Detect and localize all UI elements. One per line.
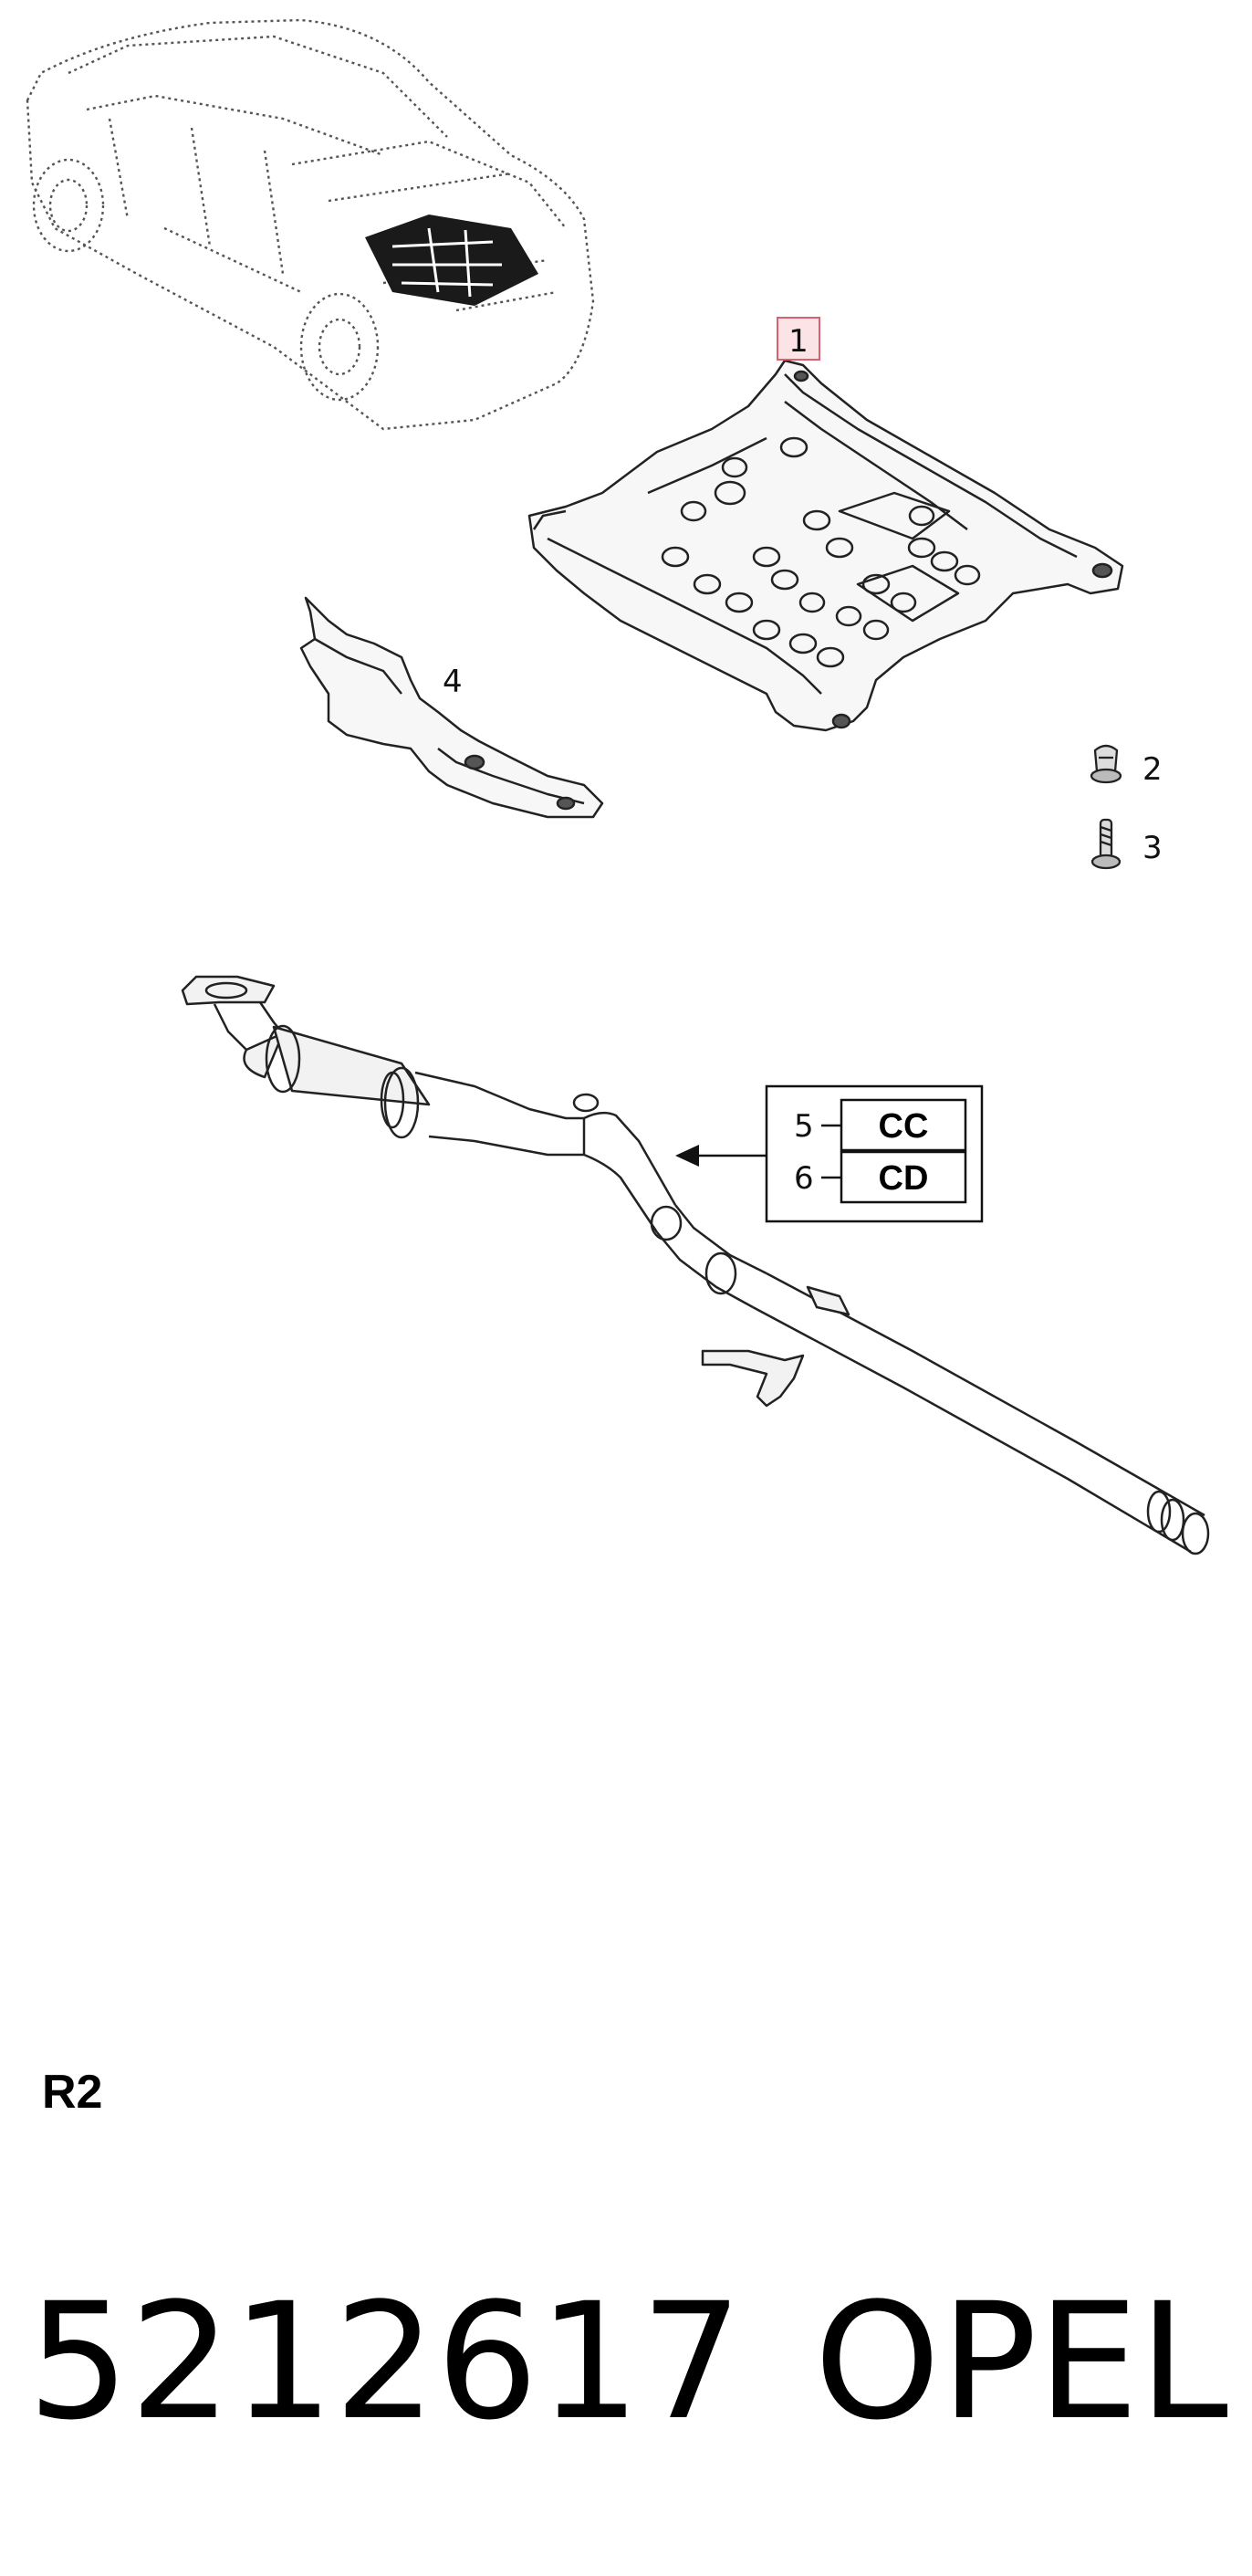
variant-cc: CC: [879, 1107, 929, 1146]
callout-4: 4: [443, 664, 463, 700]
underbody-cover-plate: [527, 359, 1124, 732]
side-heat-shield: [299, 596, 604, 819]
callout-1: 1: [777, 317, 820, 361]
callout-3: 3: [1142, 830, 1163, 866]
part-number: 5212617: [27, 2268, 743, 2456]
callout-2: 2: [1142, 751, 1163, 788]
callout-6: 6: [794, 1160, 814, 1197]
screw-long-icon: [1090, 818, 1122, 870]
exhaust-pipe-assembly: [181, 975, 1210, 1555]
underbody-highlight: [365, 215, 538, 306]
car-outline-illustration: [26, 18, 595, 431]
callout-5: 5: [794, 1108, 814, 1145]
variant-table: 5 6 CC CD: [675, 1084, 984, 1223]
brand-name: OPEL: [814, 2268, 1228, 2456]
diagram-code: R2: [42, 2066, 103, 2119]
variant-cd: CD: [879, 1159, 929, 1198]
bolt-short-icon: [1090, 744, 1122, 784]
svg-text:1: 1: [788, 323, 809, 360]
